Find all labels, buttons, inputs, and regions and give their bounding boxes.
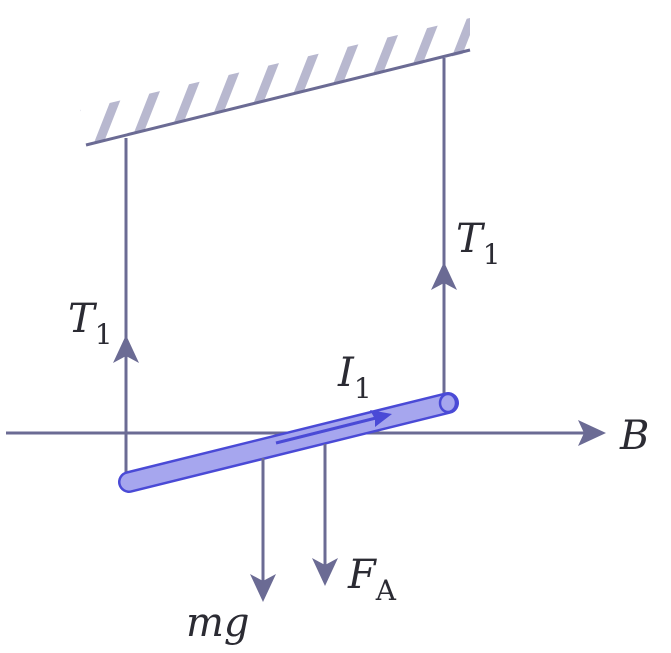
field-label: B (619, 413, 649, 459)
hatch-stroke (271, 18, 336, 145)
ceiling-hatch (80, 10, 547, 150)
hatch-stroke (235, 18, 300, 145)
hatch-stroke (163, 18, 228, 145)
hatch-stroke (199, 18, 264, 145)
hatch-stroke (307, 18, 372, 145)
ampere-force-label: FA (347, 552, 397, 607)
current-arrowhead (370, 410, 392, 427)
hatch-stroke (379, 18, 444, 145)
ceiling-line (85, 48, 471, 147)
hatch-stroke (492, 10, 547, 150)
hatch-stroke (343, 18, 408, 145)
tension-right-label: T1 (456, 216, 501, 271)
ampere-force-arrowhead (312, 558, 338, 586)
hatch-stroke (127, 18, 192, 145)
weight-arrowhead (250, 574, 276, 602)
tension-left-label: T1 (68, 296, 113, 351)
field-arrowhead (578, 420, 606, 446)
weight-label: mg (186, 600, 250, 646)
right-tension-arrowhead (431, 262, 457, 290)
left-tension-arrowhead (113, 335, 139, 363)
current-arrow (275, 415, 381, 445)
conductor-rod (118, 392, 459, 493)
current-label: I1 (337, 350, 372, 405)
